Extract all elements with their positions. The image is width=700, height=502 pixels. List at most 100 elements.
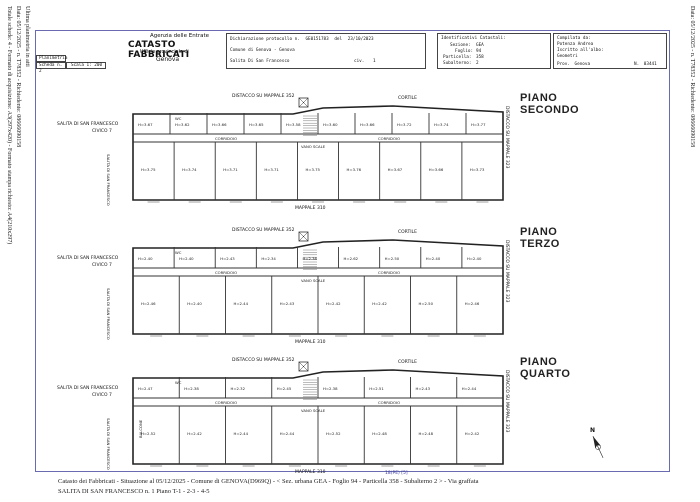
corridor-label: CORRIDOIO <box>215 135 238 141</box>
corridor-label-2: CORRIDOIO <box>378 135 401 141</box>
room-height-top: H=2.40 <box>138 256 153 261</box>
mappale-bottom-label: MAPPALE 310 <box>295 470 326 475</box>
distacco-top-label: DISTACCO SU MAPPALE 352 <box>232 358 295 363</box>
room-height-bottom: H=3.76 <box>346 167 362 172</box>
room-height-bottom: H=2.48 <box>418 431 434 436</box>
planimetria-box: Planimetria <box>36 55 68 62</box>
room-height-bottom: H=2.44 <box>233 431 249 436</box>
room-height-bottom: H=3.67 <box>387 167 403 172</box>
room-height-top: H=3.77 <box>471 122 486 127</box>
room-height-top: H=3.66 <box>360 122 375 127</box>
room-height-top: H=2.43 <box>415 386 431 391</box>
compilata-value: Potenza Andrea <box>557 42 594 47</box>
scheda-number: Scheda n. 2 <box>39 63 63 74</box>
wc-label: WC <box>175 250 182 255</box>
room-height-top: H=2.34 <box>261 256 276 261</box>
room-height-top: H=3.67 <box>138 122 153 127</box>
room-height-top: H=3.74 <box>434 122 449 127</box>
side-distacco-label: DISTACCO SU MAPPALE 323 <box>504 370 509 433</box>
room-height-top: H=2.40 <box>466 256 482 261</box>
distacco-top-label: DISTACCO SU MAPPALE 352 <box>232 94 295 99</box>
n-line: N. 03441 <box>634 62 657 68</box>
prov-value: Genova <box>574 62 591 67</box>
civico-label: CIVICO 7 <box>92 393 112 398</box>
cortile-label: CORTILE <box>398 360 417 365</box>
ufficio-city: Genova <box>156 56 180 63</box>
room-height-bottom: H=3.74 <box>182 167 197 172</box>
room-height-top: H=2.38 <box>184 386 199 391</box>
room-height-bottom: H=2.52 <box>326 431 341 436</box>
particella-label: Particella: <box>443 55 472 60</box>
room-height-bottom: H=2.46 <box>464 301 480 306</box>
room-height-top: H=2.40 <box>179 256 194 261</box>
planimetria-label: Planimetria <box>39 56 68 61</box>
room-height-bottom: H=2.42 <box>464 431 480 436</box>
vano-scale-label: VANO SCALE <box>301 144 326 149</box>
room-height-bottom: H=2.48 <box>372 431 387 436</box>
room-height-top: H=2.51 <box>369 386 384 391</box>
room-height-top: H=3.66 <box>212 122 227 127</box>
compilata-label: Compilata da: <box>557 36 591 41</box>
plan-outline <box>132 105 504 201</box>
room-height-bottom: H=2.46 <box>141 301 156 306</box>
room-height-top: H=2.50 <box>384 256 400 261</box>
room-height-bottom: H=2.50 <box>418 301 434 306</box>
room-height-bottom: H=2.43 <box>279 301 295 306</box>
wc-label: WC <box>175 116 182 121</box>
protocollo-number: GE0151783 <box>305 37 329 42</box>
plan-outline <box>132 239 504 335</box>
drawing-frame <box>35 30 670 472</box>
room-height-bottom: H=3.71 <box>223 167 238 172</box>
ufficio-label: Ufficio provinciale di <box>140 50 189 55</box>
mappale-bottom-label: MAPPALE 310 <box>295 206 326 211</box>
room-height-top: H=2.40 <box>425 256 441 261</box>
room-height-bottom: H=2.42 <box>372 301 387 306</box>
sezione-label: Sezione: <box>450 43 471 48</box>
cortile-label: CORTILE <box>398 230 417 235</box>
corridor-label-2: CORRIDOIO <box>378 399 401 405</box>
civico-label: CIVICO 7 <box>92 129 112 134</box>
room-height-bottom: H=3.71 <box>264 167 279 172</box>
wc-label: WC <box>175 380 182 385</box>
room-height-bottom: H=3.75 <box>305 167 320 172</box>
room-height-top: H=3.58 <box>286 122 301 127</box>
room-height-bottom: H=3.73 <box>469 167 485 172</box>
plan-title: PIANO SECONDO <box>520 92 580 116</box>
street-label: SALITA DI SAN FRANCESCO <box>57 122 119 127</box>
corridor-label-2: CORRIDOIO <box>378 269 401 275</box>
room-height-top: H=2.45 <box>276 386 292 391</box>
room-height-top: H=2.38 <box>302 256 317 261</box>
ident-label: Identificativi Catastali: <box>441 36 506 41</box>
room-height-bottom: H=3.66 <box>428 167 444 172</box>
foglio-value: 94 <box>476 49 482 54</box>
particella-value: 358 <box>476 55 484 60</box>
compilata-box: Compilata da: Potenza Andrea Iscritto al… <box>553 33 667 69</box>
comune-line: Comune di Genova - Genova <box>230 48 295 53</box>
distacco-top-label: DISTACCO SU MAPPALE 352 <box>232 228 295 233</box>
subalterno-value: 2 <box>476 61 479 66</box>
dichiarazione-box: Dichiarazione protocollo n. GE0151783 de… <box>226 33 426 69</box>
room-height-bottom: H=2.44 <box>233 301 249 306</box>
room-height-top: H=3.62 <box>175 122 190 127</box>
civico-label: CIVICO 7 <box>92 263 112 268</box>
room-height-bottom: H=2.42 <box>326 301 341 306</box>
foglio-label: Foglio: <box>455 49 474 54</box>
north-label: N <box>590 427 596 434</box>
room-height-top: H=3.60 <box>323 122 338 127</box>
subalterno-label: Subalterno: <box>443 61 472 66</box>
cortile-label: CORTILE <box>398 96 417 101</box>
sezione-value: GEA <box>476 43 484 48</box>
prov-label: Prov. <box>557 62 570 67</box>
room-height-top: H=2.38 <box>323 386 338 391</box>
vano-scale-label: VANO SCALE <box>301 408 326 413</box>
agency-name: Agenzia delle Entrate <box>150 33 210 39</box>
catasto-title: CATASTO FABBRICATI <box>128 40 190 60</box>
room-height-top: H=2.43 <box>220 256 235 261</box>
dichiarazione-line: Dichiarazione protocollo n. GE0151783 de… <box>230 37 374 43</box>
room-height-bottom: H=2.52 <box>141 431 156 436</box>
n-label: N. <box>634 62 640 67</box>
scala-box: Scala 1: 200 <box>66 62 106 69</box>
